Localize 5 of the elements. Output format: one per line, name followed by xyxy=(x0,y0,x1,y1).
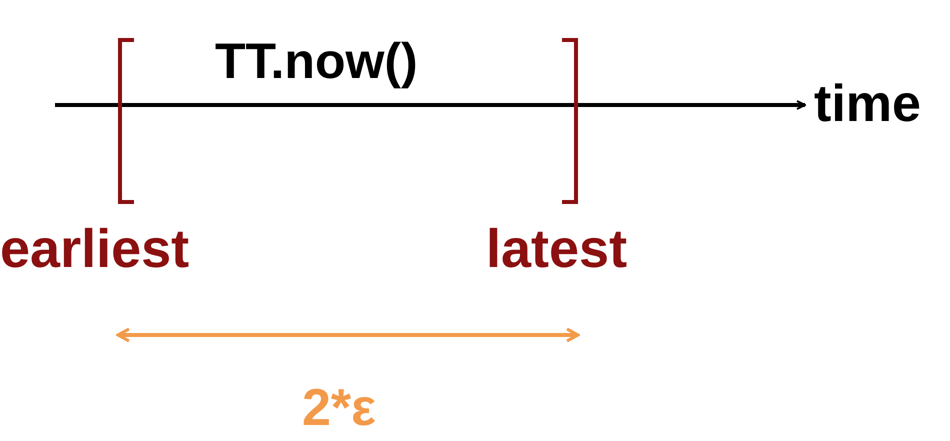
bound-label: earliest xyxy=(0,222,190,276)
interval-label: 2*ε xyxy=(302,382,376,434)
axis-label: time xyxy=(814,78,921,130)
bound-label: latest xyxy=(486,222,628,276)
function-label: TT.now() xyxy=(215,36,418,86)
